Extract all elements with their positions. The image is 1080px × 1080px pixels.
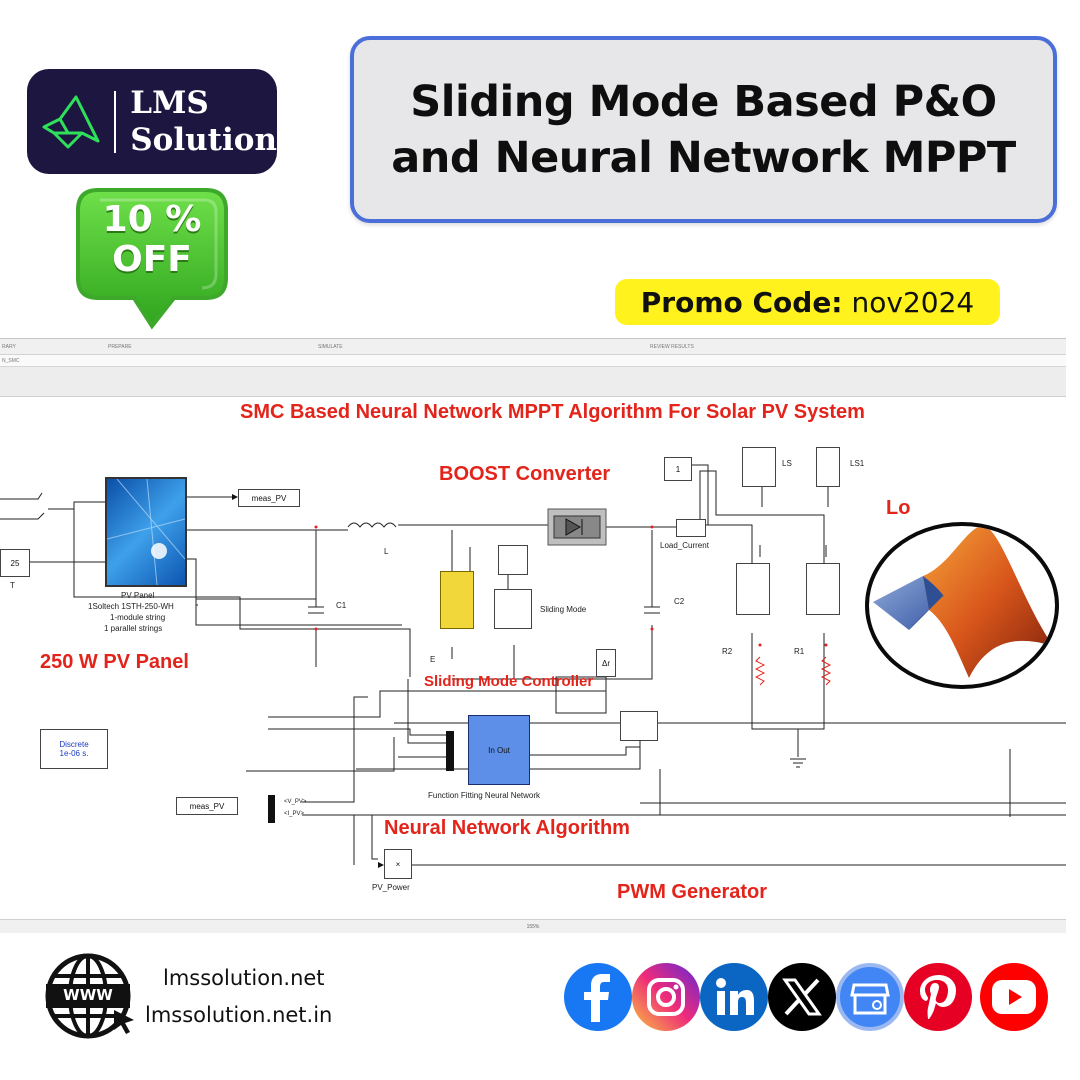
explorer-bar: [0, 367, 1066, 397]
page-title: Sliding Mode Based P&O and Neural Networ…: [391, 74, 1016, 186]
youtube-icon[interactable]: [980, 963, 1048, 1031]
meas-pv-goto-label: meas_PV: [251, 493, 287, 503]
title-line2: and Neural Network MPPT: [391, 132, 1016, 183]
switch-block[interactable]: [620, 711, 658, 741]
sliding-mode-label: Sliding Mode: [540, 605, 587, 614]
pv-panel-parallel: 1 parallel strings: [104, 624, 163, 633]
boost-converter-label: BOOST Converter: [439, 463, 611, 485]
pv-power-label: PV_Power: [372, 883, 410, 892]
product-block[interactable]: ×: [384, 849, 412, 879]
title-line1: Sliding Mode Based P&O: [410, 76, 997, 127]
meas-pv-from[interactable]: meas_PV: [176, 797, 238, 815]
zoom-level: 155%: [526, 924, 540, 930]
powergui-sample-time: 1e-06 s.: [59, 749, 89, 758]
pv-panel-name: PV Panel: [121, 591, 155, 600]
pwm-label: PWM Generator: [617, 881, 768, 903]
facebook-icon[interactable]: [564, 963, 632, 1031]
derivative-block[interactable]: Δr: [596, 649, 616, 677]
www-label: WWW: [63, 986, 113, 1004]
load-current-block[interactable]: [676, 519, 706, 537]
c1-label: C1: [336, 601, 347, 610]
ls-scope[interactable]: [742, 447, 776, 487]
r2-label: R2: [722, 647, 733, 656]
simulink-toolstrip: RARY PREPARE SIMULATE REVIEW RESULTS: [0, 339, 1066, 355]
powergui-block[interactable]: Discrete 1e-06 s.: [40, 729, 108, 769]
tab-review-results[interactable]: REVIEW RESULTS: [650, 344, 694, 350]
smc-label: Sliding Mode Controller: [424, 673, 594, 690]
instagram-icon[interactable]: [632, 963, 700, 1031]
meas-pv-from-label: meas_PV: [189, 801, 225, 811]
model-heading: SMC Based Neural Network MPPT Algorithm …: [240, 401, 865, 423]
linkedin-icon[interactable]: [700, 963, 768, 1031]
const-1-block[interactable]: 1: [664, 457, 692, 481]
i-pv-label: <I_PV>: [284, 811, 305, 817]
matlab-logo: [865, 522, 1059, 689]
relay-block[interactable]: [498, 545, 528, 575]
ls1-label: LS1: [850, 459, 865, 468]
powergui-mode: Discrete: [59, 740, 89, 749]
speech-bubble-icon: [76, 188, 228, 330]
igbt-block[interactable]: [440, 571, 474, 629]
website-link-1[interactable]: lmssolution.net: [163, 966, 325, 990]
meas-pv-goto[interactable]: meas_PV: [238, 489, 300, 507]
model-canvas[interactable]: SMC Based Neural Network MPPT Algorithm …: [0, 397, 1066, 919]
promo-label: Promo Code:: [640, 285, 843, 319]
ls1-scope[interactable]: [816, 447, 840, 487]
neural-network-block[interactable]: In Out: [468, 715, 530, 785]
status-bar: 155%: [0, 919, 1066, 933]
discount-badge: 10 % OFF: [74, 186, 230, 332]
nn-caption: Function Fitting Neural Network: [428, 791, 541, 800]
title-card: Sliding Mode Based P&O and Neural Networ…: [350, 36, 1057, 223]
const-25-value: 25: [10, 558, 20, 568]
derivative-label: Δr: [601, 658, 610, 668]
tab-library[interactable]: RARY: [2, 344, 16, 350]
discount-percent: 10 %: [102, 199, 202, 240]
const-25-block[interactable]: 25: [0, 549, 30, 577]
pv-panel-block[interactable]: [105, 477, 187, 587]
discount-off: OFF: [112, 239, 192, 280]
nn-label: Neural Network Algorithm: [384, 817, 630, 839]
brand-name: LMS Solution: [130, 85, 277, 159]
sliding-mode-subsystem[interactable]: [494, 589, 532, 629]
brand-line2: Solution: [130, 121, 277, 158]
website-link-2[interactable]: lmssolution.net.in: [145, 1003, 333, 1027]
tab-simulate[interactable]: SIMULATE: [318, 344, 343, 350]
matlab-outline-icon: [27, 69, 114, 174]
globe-www-icon: WWW: [42, 948, 138, 1044]
model-tab-bar: N_SMC: [0, 355, 1066, 367]
const-1-value: 1: [675, 464, 681, 474]
pv-panel-string: 1-module string: [110, 613, 166, 622]
brand-logo: LMS Solution: [27, 69, 277, 174]
product-symbol: ×: [395, 859, 401, 869]
brand-line1: LMS: [130, 84, 209, 121]
v-pv-label: <V_PV>: [284, 799, 307, 805]
pv-panel-model: 1Soltech 1STH-250-WH: [88, 602, 174, 611]
inductor-label: L: [384, 547, 389, 556]
pinterest-icon[interactable]: [904, 963, 972, 1031]
t-label: T: [10, 581, 15, 590]
switch-ls-block[interactable]: [736, 563, 770, 615]
google-business-icon[interactable]: [836, 963, 904, 1031]
load-current-label: Load_Current: [660, 541, 709, 550]
e-label: E: [430, 655, 436, 664]
ls-label: LS: [782, 459, 792, 468]
tab-prepare[interactable]: PREPARE: [108, 344, 132, 350]
x-icon[interactable]: [768, 963, 836, 1031]
model-tab[interactable]: N_SMC: [2, 358, 20, 364]
pv-panel-label: 250 W PV Panel: [40, 651, 189, 673]
promo-code: Promo Code: nov2024: [615, 279, 1000, 325]
wiring-diagram: [0, 464, 1066, 868]
r1-label: R1: [794, 647, 805, 656]
c2-label: C2: [674, 597, 685, 606]
logo-divider: [114, 90, 117, 153]
nn-block-label: In Out: [488, 745, 510, 755]
switch-ls1-block[interactable]: [806, 563, 840, 615]
load-label-fragment: Lo: [886, 497, 911, 519]
promo-code-value: nov2024: [851, 285, 975, 319]
